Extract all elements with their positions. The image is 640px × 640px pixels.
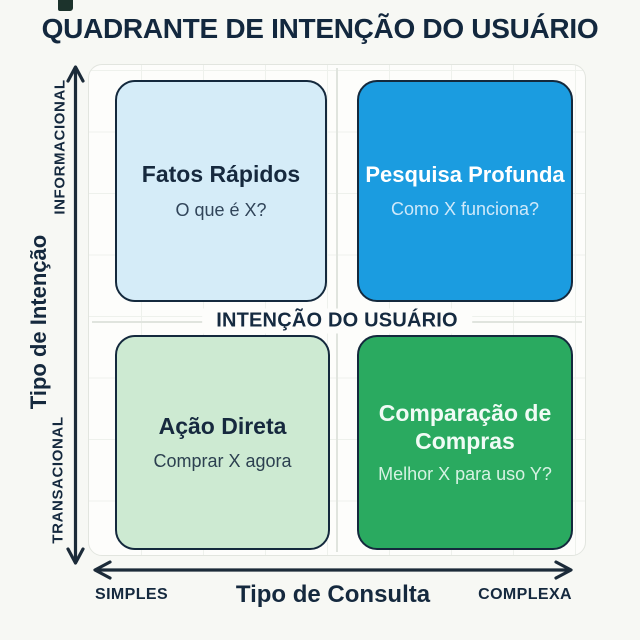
- quadrant-title: Comparação de Compras: [378, 399, 552, 454]
- x-axis-arrow: [93, 560, 573, 580]
- quadrant-card-acao-direta: Ação Direta Comprar X agora: [115, 335, 330, 550]
- quadrant-subtitle: O que é X?: [175, 199, 267, 220]
- x-axis-end-complexa: COMPLEXA: [478, 586, 572, 603]
- quadrant-title: Pesquisa Profunda: [365, 161, 565, 187]
- y-axis-arrow: [66, 65, 85, 565]
- quadrant-subtitle: Comprar X agora: [153, 451, 292, 472]
- y-axis-end-informacional: INFORMACIONAL: [51, 79, 69, 215]
- quadrant-subtitle: Melhor X para uso Y?: [378, 464, 552, 485]
- page-title: QUADRANTE DE INTENÇÃO DO USUÁRIO: [41, 13, 599, 44]
- y-axis-end-transacional: TRANSACIONAL: [49, 416, 67, 544]
- quadrant-card-pesquisa-profunda: Pesquisa Profunda Como X funciona?: [357, 80, 573, 302]
- quadrant-card-fatos-rapidos: Fatos Rápidos O que é X?: [115, 80, 327, 302]
- center-axis-label: INTENÇÃO DO USUÁRIO: [202, 308, 472, 334]
- quadrant-subtitle: Como X funciona?: [390, 199, 540, 220]
- quadrant-title: Ação Direta: [158, 412, 287, 439]
- x-axis-title: Tipo de Consulta: [235, 581, 431, 608]
- quadrant-card-comparacao-de-compras: Comparação de Compras Melhor X para uso …: [357, 335, 573, 550]
- x-axis-end-simples: SIMPLES: [95, 586, 169, 603]
- y-axis-title: Tipo de Intenção: [26, 234, 51, 410]
- corner-artifact-mark: [58, 0, 73, 11]
- quadrant-title: Fatos Rápidos: [141, 161, 301, 188]
